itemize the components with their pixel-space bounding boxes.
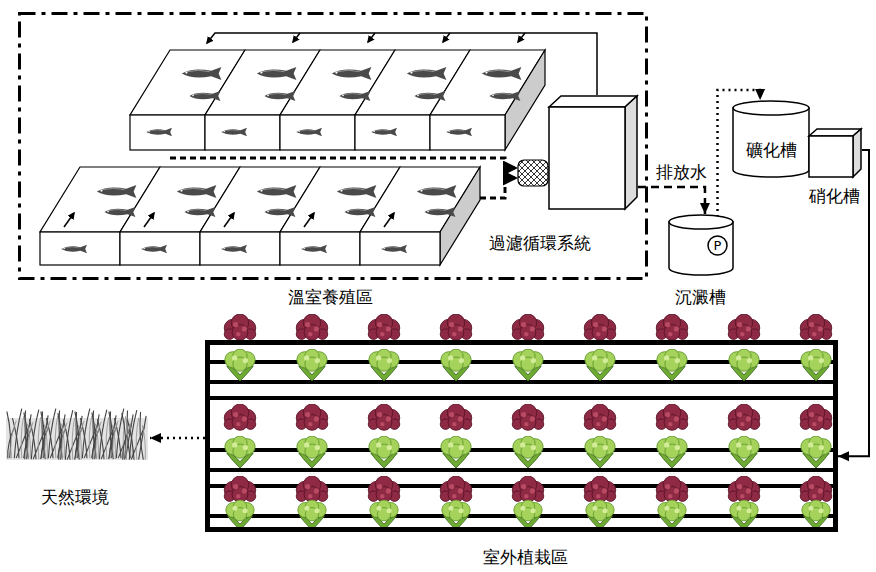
flow-connector bbox=[150, 433, 205, 443]
settling-tank: 沉澱槽P bbox=[668, 214, 734, 276]
nitrification-tank-outline bbox=[808, 128, 862, 178]
lettuce bbox=[224, 314, 832, 530]
arrow-head bbox=[150, 433, 161, 443]
edge-label: 排放水 bbox=[653, 162, 710, 182]
region-box: 溫室養殖區過濾循環系統 bbox=[18, 12, 648, 280]
planting-rails bbox=[205, 362, 838, 516]
nitrification-tank: 硝化槽 bbox=[808, 128, 862, 178]
node-label: 礦化槽 bbox=[746, 140, 797, 160]
node-label: P bbox=[714, 238, 722, 254]
node-label: 過濾循環系統 bbox=[489, 233, 591, 253]
arrow-head bbox=[838, 451, 849, 461]
water-flow-lines bbox=[170, 33, 597, 198]
mineralization-tank-outline bbox=[732, 100, 810, 178]
node-label: 天然環境 bbox=[41, 487, 109, 507]
filter-unit-outline bbox=[548, 95, 638, 210]
node-label: 溫室養殖區 bbox=[288, 287, 373, 307]
node-label: 沉澱槽 bbox=[675, 287, 726, 307]
mineralization-tank: 礦化槽 bbox=[732, 100, 810, 178]
pump-symbol: P bbox=[707, 235, 728, 256]
fish-tanks bbox=[40, 50, 545, 265]
connector-line bbox=[638, 187, 705, 214]
intake-mesh bbox=[518, 160, 548, 186]
node-label: 硝化槽 bbox=[809, 186, 860, 206]
node-label: 室外植栽區 bbox=[483, 547, 568, 567]
planting-area: 室外植栽區 bbox=[205, 340, 838, 532]
grass bbox=[6, 409, 148, 460]
filter-unit: 過濾循環系統 bbox=[548, 95, 638, 210]
arrow-head bbox=[700, 203, 710, 214]
arrow-head bbox=[755, 89, 765, 100]
flow-connector bbox=[638, 187, 710, 214]
fish bbox=[61, 67, 521, 253]
natural-environment: 天然環境 bbox=[5, 405, 150, 463]
